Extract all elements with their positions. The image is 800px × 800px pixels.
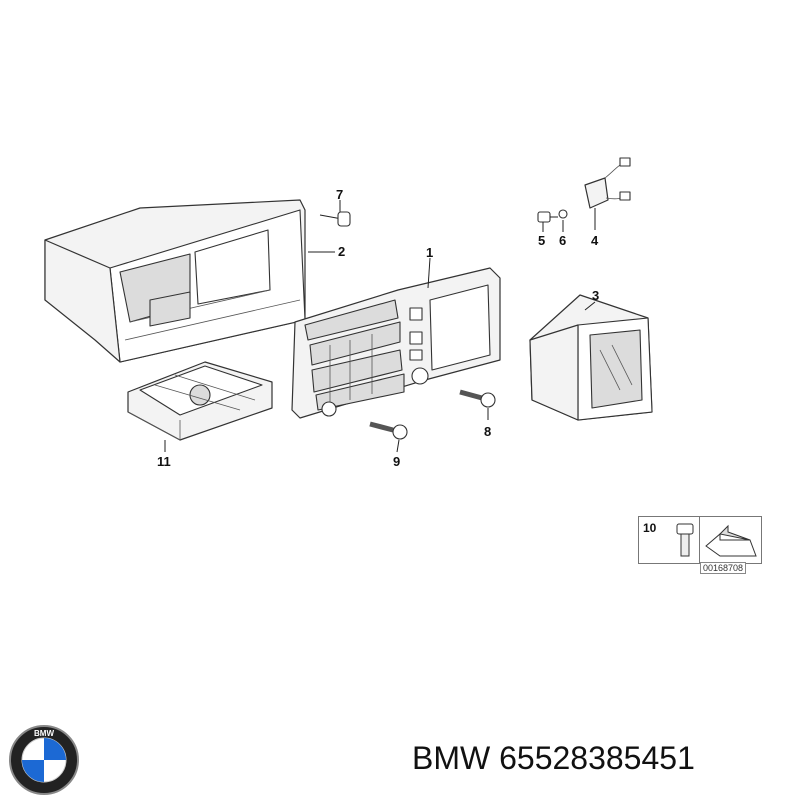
callout-numbers: 7 2 1 3 4 6 5 8 9 11 xyxy=(157,187,599,469)
bolt-icon xyxy=(676,523,694,557)
housing-frame-part xyxy=(44,199,306,363)
legend-box: 10 xyxy=(638,516,762,564)
sensor-part-4 xyxy=(584,157,631,209)
logo-text: BMW xyxy=(34,729,54,738)
callout-5: 5 xyxy=(538,233,545,248)
screw-part-5 xyxy=(537,211,558,223)
callout-7: 7 xyxy=(336,187,343,202)
callout-9: 9 xyxy=(393,454,400,469)
diagram-code: 00168708 xyxy=(700,562,747,574)
callout-4: 4 xyxy=(591,233,599,248)
callout-2: 2 xyxy=(338,244,345,259)
radio-front-panel-part xyxy=(291,267,501,419)
legend-part-number: 10 xyxy=(643,521,657,535)
washer-part-6 xyxy=(558,209,568,219)
part-number: BMW 65528385451 xyxy=(412,740,695,776)
knob-part-8 xyxy=(459,389,496,408)
callout-1: 1 xyxy=(426,245,433,260)
callout-6: 6 xyxy=(559,233,566,248)
knob-part-9 xyxy=(369,421,408,440)
callout-11: 11 xyxy=(157,454,171,469)
bmw-logo: BMW xyxy=(9,725,79,795)
legend-separator xyxy=(699,517,700,563)
screw-part-7 xyxy=(319,211,351,227)
callout-3: 3 xyxy=(592,288,599,303)
direction-arrow-icon xyxy=(705,524,757,557)
cd-mechanism-part xyxy=(127,361,273,441)
leader-lines xyxy=(164,200,596,453)
display-unit-part xyxy=(529,294,653,421)
callout-8: 8 xyxy=(484,424,491,439)
